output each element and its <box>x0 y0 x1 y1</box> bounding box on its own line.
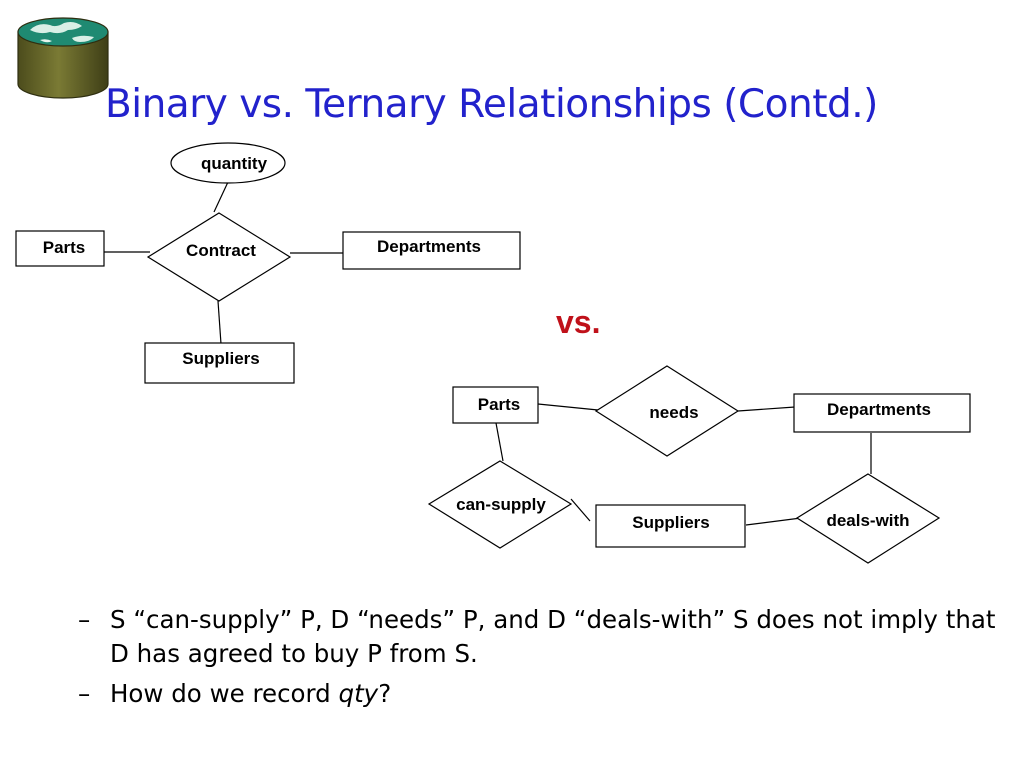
bullet-text-2-suffix: ? <box>378 679 392 708</box>
suppliers-entity-binary-label: Suppliers <box>632 513 709 532</box>
binary-diagram: Parts needs Departments can-supply Suppl… <box>427 365 971 564</box>
vs-label: vs. <box>556 304 600 340</box>
bullet-list: – S “can-supply” P, D “needs” P, and D “… <box>78 603 1008 717</box>
departments-entity-binary-label: Departments <box>827 400 931 419</box>
connector-parts-can-supply <box>495 422 504 462</box>
parts-entity <box>15 230 105 267</box>
bullet-marker: – <box>78 679 91 708</box>
quantity-attribute <box>170 142 286 184</box>
slide-title: Binary vs. Ternary Relationships (Contd.… <box>105 82 878 127</box>
bullet-marker: – <box>78 605 91 634</box>
contract-relationship-label: Contract <box>186 241 256 260</box>
bullet-text-2-emphasis: qty <box>338 679 379 708</box>
suppliers-entity-binary <box>595 504 746 548</box>
can-supply-relationship <box>427 460 573 549</box>
departments-entity-binary <box>793 393 971 433</box>
suppliers-entity-label: Suppliers <box>182 349 259 368</box>
deals-with-relationship <box>795 473 941 564</box>
parts-entity-label: Parts <box>43 238 86 257</box>
can-supply-relationship-label: can-supply <box>456 495 546 514</box>
contract-relationship <box>146 212 292 302</box>
connector-quantity-contract <box>213 181 229 213</box>
bullet-item-2: – How do we record qty? <box>78 677 1008 711</box>
er-diagram: quantity Contract Parts Departments Supp… <box>15 142 971 564</box>
connector-can-supply-suppliers <box>570 498 591 522</box>
departments-entity <box>342 231 521 270</box>
bullet-item-1: – S “can-supply” P, D “needs” P, and D “… <box>78 603 1008 671</box>
needs-relationship-label: needs <box>649 403 698 422</box>
suppliers-entity <box>144 342 295 384</box>
quantity-attribute-label: quantity <box>201 154 268 173</box>
connector-parts-needs <box>537 403 599 411</box>
connector-suppliers-deals-with <box>745 517 802 526</box>
connector-contract-suppliers <box>217 300 222 345</box>
ternary-diagram: quantity Contract Parts Departments Supp… <box>15 142 521 384</box>
bullet-text-1: S “can-supply” P, D “needs” P, and D “de… <box>110 605 996 668</box>
parts-entity-binary-label: Parts <box>478 395 521 414</box>
parts-entity-binary <box>452 386 539 424</box>
needs-relationship <box>594 365 740 457</box>
globe-cylinder-icon <box>17 17 109 99</box>
deals-with-relationship-label: deals-with <box>826 511 909 530</box>
connector-needs-departments <box>737 406 796 412</box>
departments-entity-label: Departments <box>377 237 481 256</box>
bullet-text-2-prefix: How do we record <box>110 679 339 708</box>
